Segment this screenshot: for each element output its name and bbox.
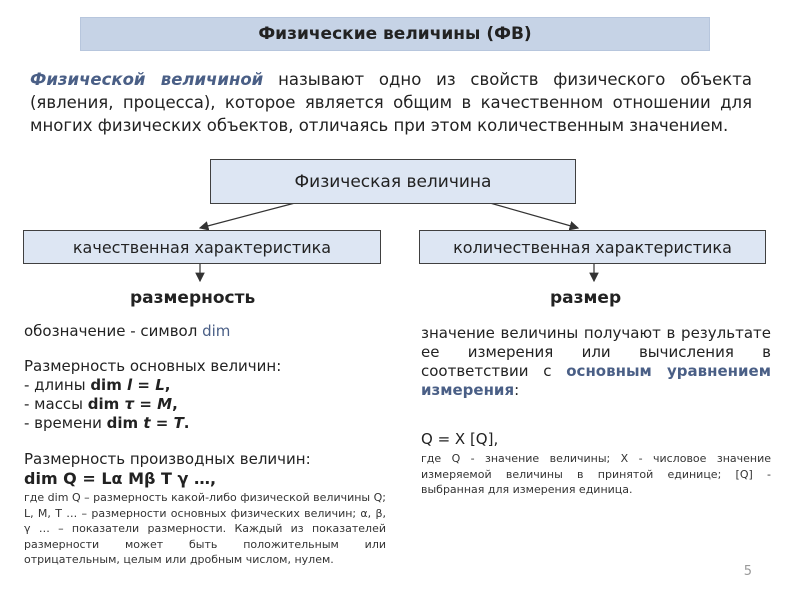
designation-symbol: dim xyxy=(202,322,231,340)
size-heading: размер xyxy=(550,288,622,308)
base-item-mass: - массы dim τ = M, xyxy=(24,395,178,413)
physical-quantity-box: Физическая величина xyxy=(210,159,576,204)
slide-title-text: Физические величины (ФВ) xyxy=(258,24,532,44)
definition-paragraph: Физической величиной называют одно из св… xyxy=(30,68,752,137)
derived-dimensions-title: Размерность производных величин: xyxy=(24,450,311,468)
page-number: 5 xyxy=(743,564,752,579)
quantitative-characteristic-label: количественная характеристика xyxy=(453,237,732,257)
size-description: значение величины получают в результате … xyxy=(421,324,771,399)
base-dimensions: Размерность основных величин: - длины di… xyxy=(24,357,384,433)
base-item-length: - длины dim l = L, xyxy=(24,376,171,394)
derived-dimension-formula: dim Q = Lα Mβ T γ …, xyxy=(24,469,217,488)
arrow-to-qualitative xyxy=(198,202,296,231)
qualitative-characteristic-box: качественная характеристика xyxy=(23,230,381,264)
base-item-time: - времени dim t = T. xyxy=(24,414,190,432)
derived-dimension-explanation: где dim Q – размерность какой-либо физич… xyxy=(24,491,386,566)
dimension-designation: обозначение - символ dim xyxy=(24,322,230,341)
qualitative-characteristic-label: качественная характеристика xyxy=(72,237,332,257)
physical-quantity-label: Физическая величина xyxy=(294,171,492,192)
base-dimensions-title: Размерность основных величин: xyxy=(24,357,282,375)
quantitative-characteristic-box: количественная характеристика xyxy=(419,230,766,264)
measurement-equation: Q = X [Q], xyxy=(421,430,499,448)
arrow-to-quantitative xyxy=(489,202,580,231)
measurement-equation-term: основным уравнением измерения xyxy=(421,362,771,399)
definition-term: Физической величиной xyxy=(30,70,264,89)
definition-text: называют одно из свойств физического объ… xyxy=(30,70,752,135)
slide-title: Физические величины (ФВ) xyxy=(80,17,710,51)
size-description-text: значение величины получают в результате … xyxy=(421,324,771,380)
dimension-heading: размерность xyxy=(130,288,256,308)
designation-label: обозначение - символ xyxy=(24,322,203,340)
measurement-equation-explanation: где Q - значение величины; X - числовое … xyxy=(421,452,771,496)
